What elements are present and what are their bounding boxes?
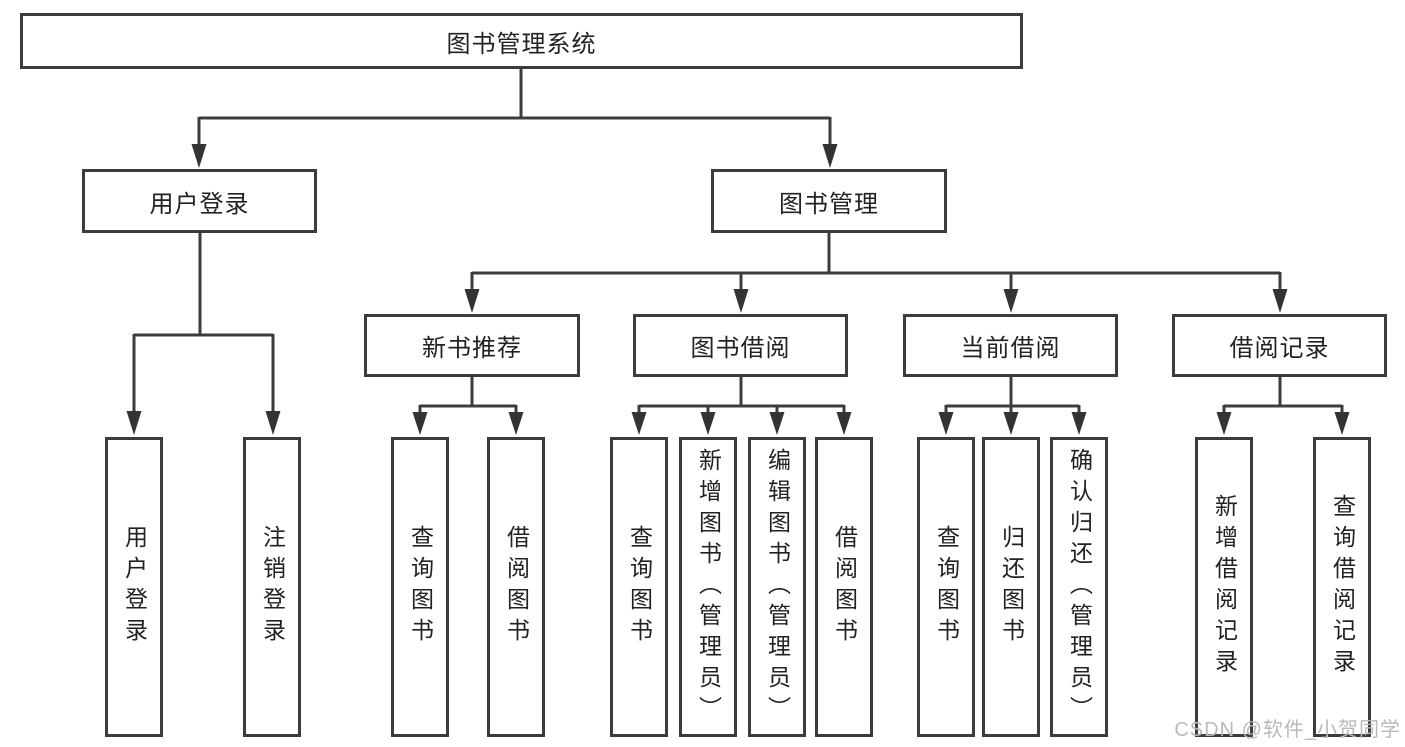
node-new-book-recommendation: 新书推荐 [364, 314, 580, 377]
node-label: 当前借阅 [960, 335, 1061, 362]
node-user-login: 用户登录 [82, 169, 317, 233]
leaf-borrow-books-recommend: 借阅图书 [487, 437, 545, 737]
leaf-label: 确认归还（管理员） [1066, 447, 1093, 727]
node-book-borrowing: 图书借阅 [633, 314, 848, 377]
leaf-query-books-recommend: 查询图书 [391, 437, 449, 737]
leaf-edit-book-admin: 编辑图书（管理员） [748, 437, 806, 737]
leaf-label: 新增图书（管理员） [695, 447, 722, 727]
leaf-query-books-current: 查询图书 [917, 437, 975, 737]
leaf-label: 编辑图书（管理员） [764, 447, 791, 727]
node-label: 图书管理系统 [446, 30, 597, 58]
leaf-label: 借阅图书 [831, 525, 858, 649]
leaf-borrow-books-borrowing: 借阅图书 [815, 437, 873, 737]
node-label: 图书借阅 [690, 335, 791, 362]
leaf-confirm-return-admin: 确认归还（管理员） [1050, 437, 1108, 737]
csdn-watermark: CSDN @软件_小贺同学 [1174, 719, 1401, 741]
node-label: 借阅记录 [1229, 335, 1330, 362]
leaf-label: 查询图书 [626, 525, 653, 649]
leaf-add-book-admin: 新增图书（管理员） [679, 437, 737, 737]
node-borrowing-records: 借阅记录 [1172, 314, 1387, 377]
node-label: 图书管理 [779, 190, 879, 218]
leaf-query-books-borrowing: 查询图书 [610, 437, 668, 737]
node-label: 用户登录 [149, 190, 250, 218]
leaf-label: 用户登录 [121, 525, 148, 649]
leaf-add-borrow-record: 新增借阅记录 [1195, 437, 1253, 737]
leaf-query-borrow-record: 查询借阅记录 [1313, 437, 1371, 737]
node-current-borrowing: 当前借阅 [903, 314, 1118, 377]
leaf-label: 新增借阅记录 [1211, 494, 1238, 680]
leaf-label: 注销登录 [259, 525, 286, 649]
leaf-label: 查询图书 [933, 525, 960, 649]
leaf-label: 借阅图书 [503, 525, 530, 649]
node-book-management: 图书管理 [711, 169, 947, 233]
node-library-management-system: 图书管理系统 [20, 13, 1023, 69]
leaf-label: 查询借阅记录 [1329, 494, 1356, 680]
leaf-user-login: 用户登录 [105, 437, 163, 737]
leaf-label: 归还图书 [998, 525, 1025, 649]
leaf-return-books: 归还图书 [982, 437, 1040, 737]
node-label: 新书推荐 [422, 335, 522, 362]
leaf-logout: 注销登录 [243, 437, 301, 737]
leaf-label: 查询图书 [407, 525, 434, 649]
